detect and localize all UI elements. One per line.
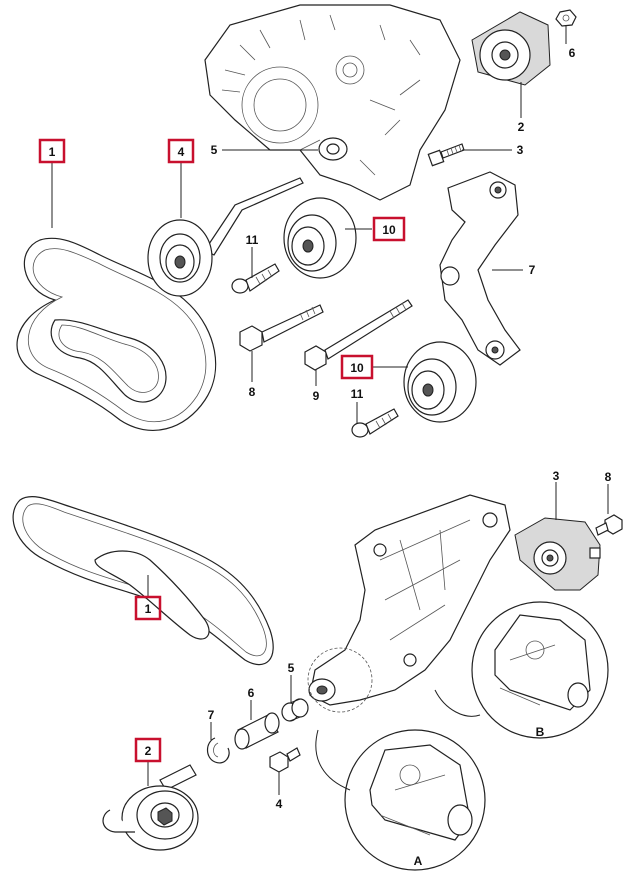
bottom-label-3: 3 xyxy=(553,469,560,483)
bushing xyxy=(234,712,280,750)
tensioner-unit-bottom xyxy=(514,517,601,591)
label-6: 6 xyxy=(569,46,576,60)
leader-lines-top xyxy=(51,26,567,423)
bottom-label-5: 5 xyxy=(288,661,295,675)
detail-label-b: B xyxy=(536,725,545,739)
bottom-label-8: 8 xyxy=(605,470,612,484)
idler-pulley-10-lower xyxy=(403,341,477,423)
bottom-label-6: 6 xyxy=(248,686,255,700)
engine-block xyxy=(204,4,461,201)
callout-labels-bottom: 1 3 8 5 6 7 2 4 B A xyxy=(134,469,612,868)
label-4: 4 xyxy=(178,145,185,159)
bottom-label-1: 1 xyxy=(145,602,152,616)
bolt-11 xyxy=(231,263,280,294)
label-5: 5 xyxy=(211,143,218,157)
top-diagram: 1 4 5 2 6 3 10 11 7 8 9 10 11 xyxy=(16,4,577,438)
idler-pulley-10 xyxy=(283,197,357,279)
bolt-8-bottom xyxy=(595,514,623,536)
detail-connectors xyxy=(307,647,481,791)
label-2: 2 xyxy=(518,120,525,134)
leader-lines-bottom xyxy=(147,482,609,795)
label-10a: 10 xyxy=(382,223,396,237)
bolt-9 xyxy=(304,299,413,371)
highlight-box-1 xyxy=(38,138,66,164)
callout-labels-top: 1 4 5 2 6 3 10 11 7 8 9 10 11 xyxy=(38,46,576,403)
bottom-label-7: 7 xyxy=(208,708,215,722)
circlip xyxy=(206,737,230,764)
idler-pulley-assembly xyxy=(102,764,199,851)
label-9: 9 xyxy=(313,389,320,403)
tensioner-unit xyxy=(471,11,551,86)
bolt-4 xyxy=(269,747,301,773)
drive-belt-bottom xyxy=(12,496,274,666)
detail-circle-a xyxy=(344,729,486,871)
idler-pulley-arm xyxy=(147,177,304,297)
bottom-label-2: 2 xyxy=(145,744,152,758)
label-11a: 11 xyxy=(246,233,259,247)
washer xyxy=(318,137,348,161)
sleeve xyxy=(281,698,309,722)
label-10b: 10 xyxy=(350,361,364,375)
label-1: 1 xyxy=(49,145,56,159)
highlight-box-10b xyxy=(340,354,374,380)
mounting-bracket xyxy=(308,494,511,706)
bolt-8 xyxy=(239,304,324,352)
highlight-box-10a xyxy=(372,216,406,242)
bottom-diagram: 1 3 8 5 6 7 2 4 B A xyxy=(12,469,623,871)
label-3: 3 xyxy=(517,143,524,157)
bracket xyxy=(439,171,521,366)
nut xyxy=(555,9,577,27)
highlight-box-bottom-2 xyxy=(134,737,162,763)
bottom-label-4: 4 xyxy=(276,797,283,811)
detail-label-a: A xyxy=(414,854,423,868)
label-7: 7 xyxy=(529,263,536,277)
label-11b: 11 xyxy=(351,387,364,401)
drive-belt xyxy=(16,237,217,431)
highlight-box-4 xyxy=(167,138,195,164)
bolt-3 xyxy=(427,143,465,167)
detail-circle-b xyxy=(471,601,609,739)
label-8: 8 xyxy=(249,385,256,399)
highlight-box-bottom-1 xyxy=(134,595,162,621)
bolt-11-lower xyxy=(351,408,399,438)
